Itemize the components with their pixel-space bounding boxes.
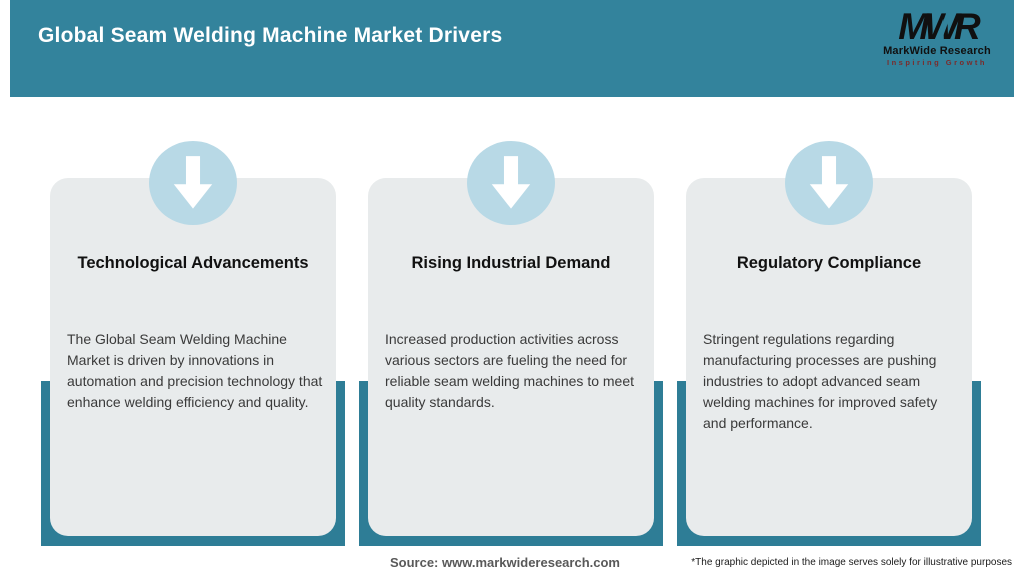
card-title: Technological Advancements [77,254,309,272]
arrow-down-icon [467,141,555,225]
card-description: Increased production activities across v… [385,331,635,410]
driver-card-technological-advancements: Technological Advancements The Global Se… [50,178,336,536]
header-bar: Global Seam Welding Machine Market Drive… [10,0,1014,97]
card-title: Rising Industrial Demand [411,254,611,272]
driver-card-rising-industrial-demand: Rising Industrial Demand Increased produ… [368,178,654,536]
card-description: Stringent regulations regarding manufact… [703,331,938,431]
driver-card-regulatory-compliance: Regulatory Compliance Stringent regulati… [686,178,972,536]
logo-acronym: MWR [898,6,980,47]
arrow-down-icon [785,141,873,225]
disclaimer-text: *The graphic depicted in the image serve… [691,557,1012,568]
logo-tagline: Inspiring Growth [887,58,987,67]
arrow-down-icon [149,141,237,225]
card-title: Regulatory Compliance [736,254,922,272]
page-title: Global Seam Welding Machine Market Drive… [38,24,503,47]
source-text: Source: www.markwideresearch.com [389,555,620,570]
markwide-research-logo: MWR MarkWide Research Inspiring Growth [882,8,992,67]
logo-company-name: MarkWide Research [883,45,991,57]
card-description: The Global Seam Welding Machine Market i… [67,331,323,410]
